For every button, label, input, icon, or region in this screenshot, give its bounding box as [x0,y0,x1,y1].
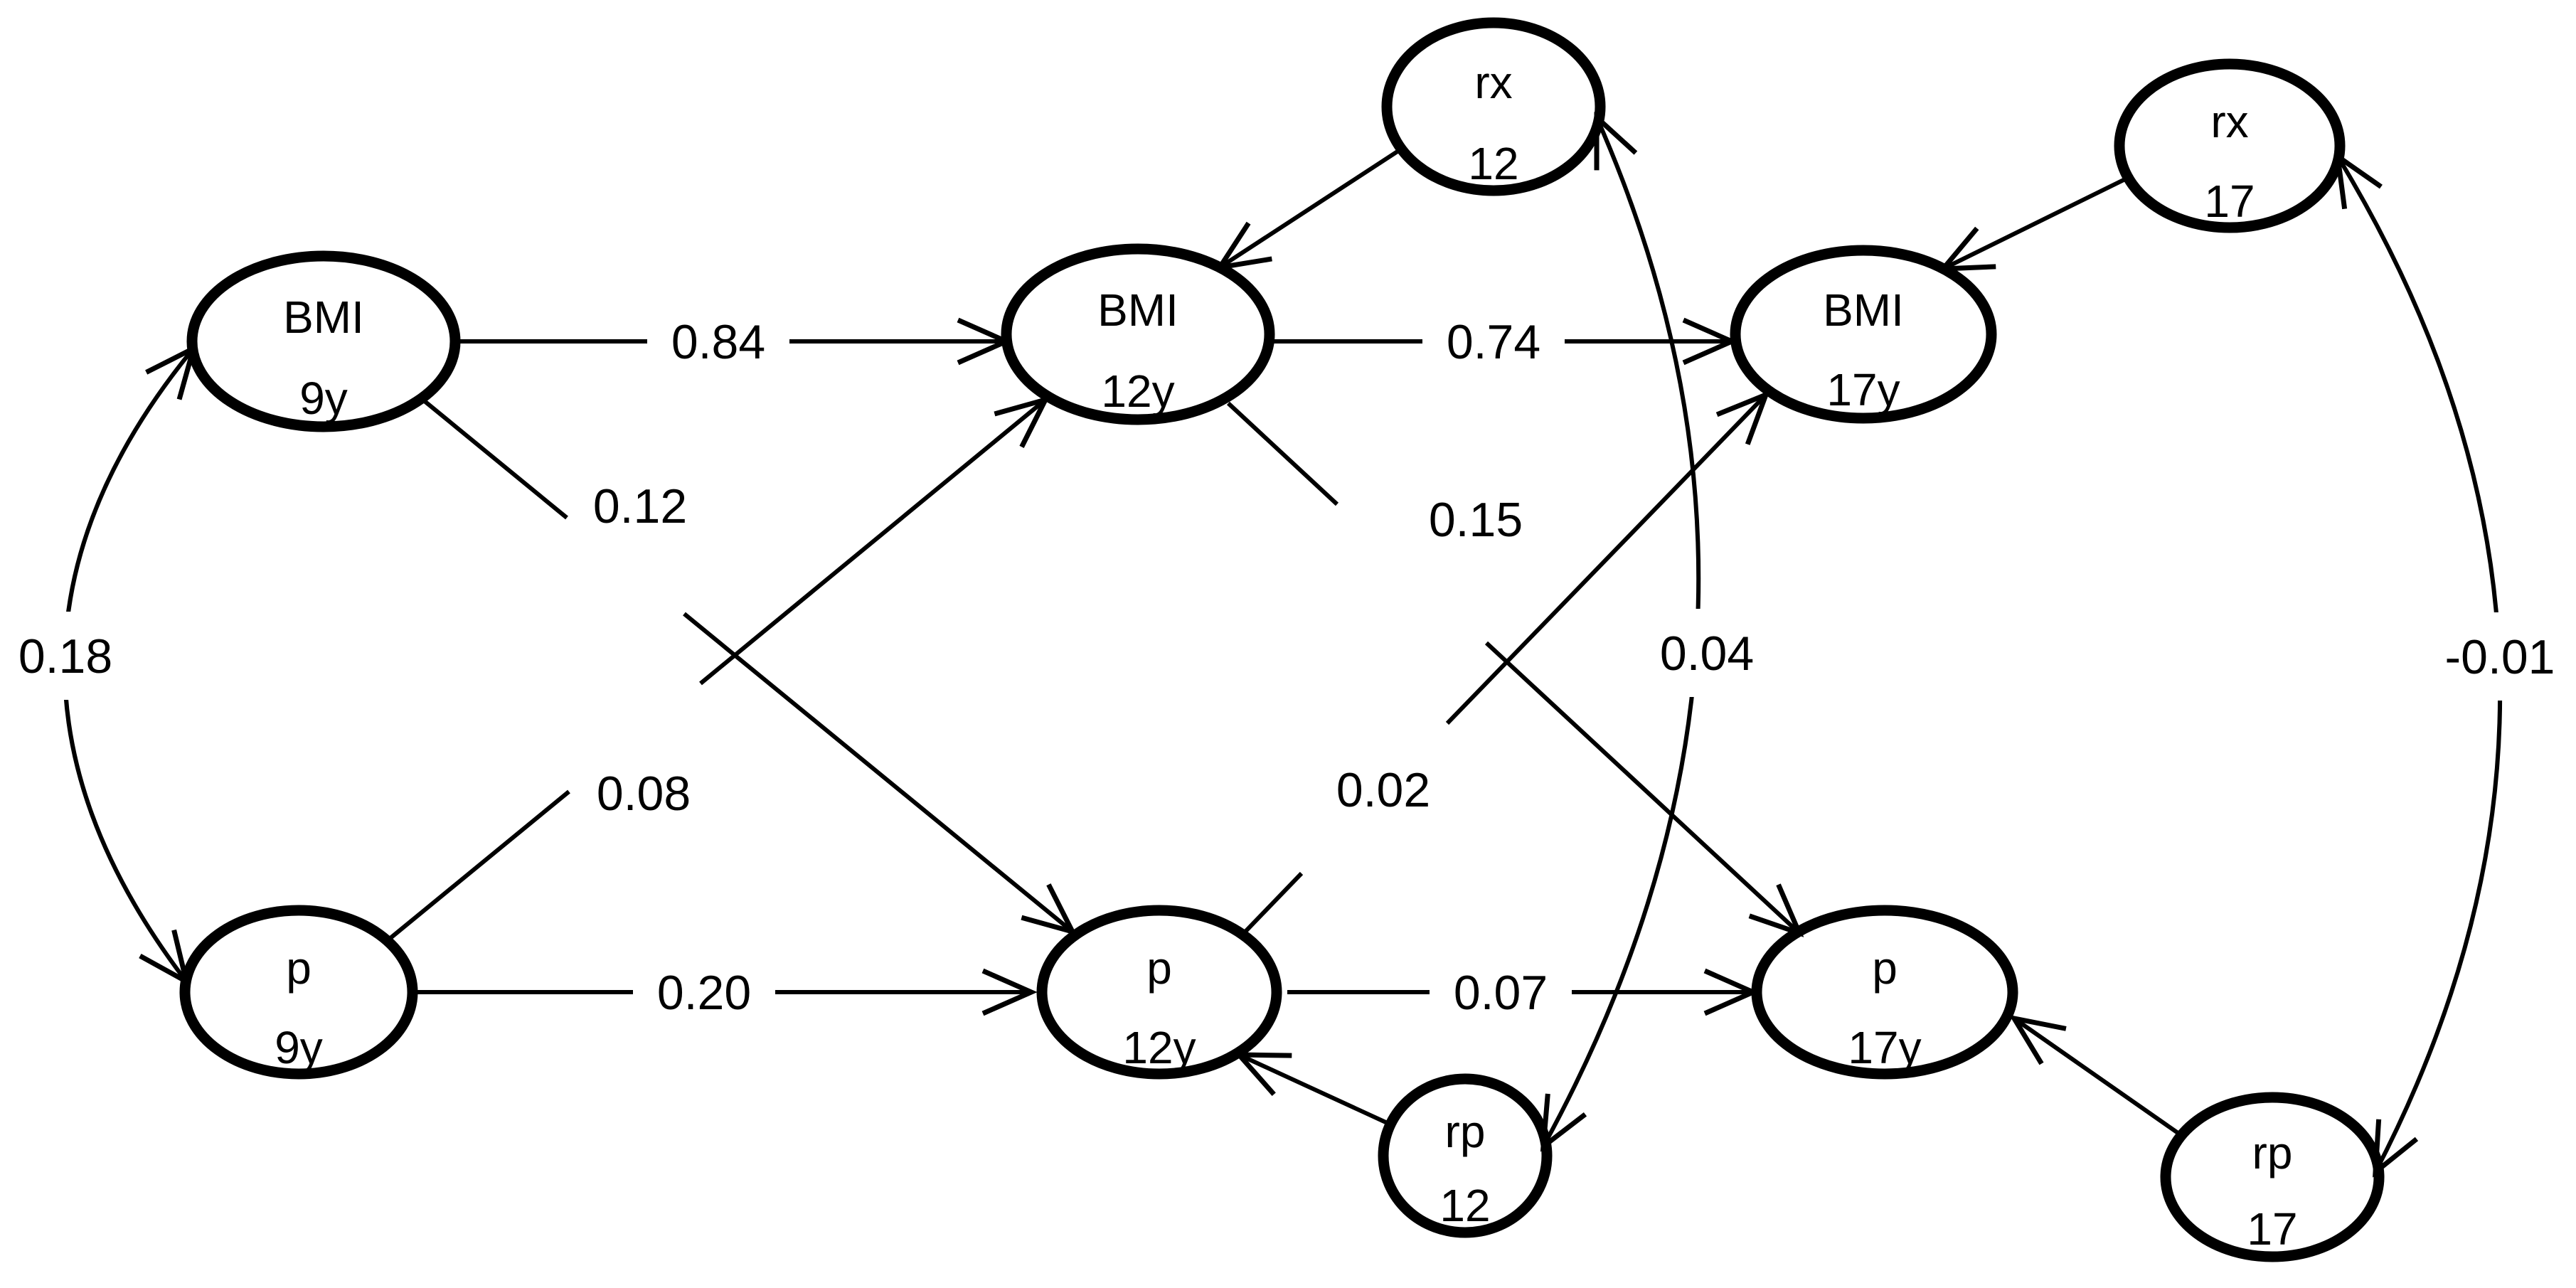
node-label-line2: 12y [1122,1022,1196,1073]
node-label-line1: rp [1445,1106,1486,1157]
node-label-line2: 9y [275,1022,323,1073]
coefficient-label-p12-bmi17: 0.02 [1336,763,1430,817]
labels-layer: 0.84 0.20 0.74 0.07 0.12 0.08 0.15 0.02 … [11,302,2576,1032]
label-mask [1639,609,1774,697]
path-arrow-bmi9-to-p12-segment [420,396,568,520]
label-mask [1422,302,1565,381]
path-arrow-rp12-to-p12 [1233,1052,1392,1127]
node-bmi-12y: BMI 12y [1001,243,1275,425]
coefficient-label-bmi9-p12: 0.12 [593,479,687,533]
node-label-line2: 12 [1468,138,1518,189]
label-mask [647,302,789,381]
label-mask [2418,612,2576,701]
node-label-line1: BMI [1823,284,1904,336]
path-arrow-bmi9-to-p12 [683,612,1077,936]
path-arrow-p9-to-bmi12 [699,395,1050,686]
coefficient-label-p9-p12: 0.20 [657,966,751,1020]
node-ellipse-p-12y [1036,905,1282,1080]
node-label-line1: p [1872,942,1898,994]
coefficient-label-bmi9-p9-covariance: 0.18 [18,629,112,683]
node-label-line1: rx [1474,57,1512,108]
node-p-17y: p 17y [1751,905,2018,1080]
node-label-line2: 9y [299,373,348,424]
node-label-line1: p [1146,942,1172,994]
node-ellipse-rx-17 [2114,58,2346,233]
node-rp-12: rp 12 [1378,1073,1553,1238]
path-arrow-rp17-to-p17 [2008,1015,2183,1138]
nodes-layer: BMI 9y p 9y BMI 12y p 12y rx 12 [179,17,2385,1262]
node-label-line2: 12y [1101,366,1174,417]
node-bmi-17y: BMI 17y [1730,245,1997,424]
coefficient-label-rx17-rp17-covariance: -0.01 [2445,630,2555,684]
path-arrow-bmi12-to-p17 [1484,641,1804,937]
node-rx-12: rx 12 [1381,17,1606,196]
node-p-12y: p 12y [1036,905,1282,1080]
node-bmi-9y: BMI 9y [186,250,461,432]
path-arrow-rx12-to-bmi12 [1214,147,1403,271]
coefficient-label-rx12-rp12-covariance: 0.04 [1660,627,1754,681]
path-arrow-bmi12-to-p17-segment [1226,401,1339,506]
path-arrow-p9-to-bmi12-segment [385,789,570,943]
coefficient-label-bmi12-p17: 0.15 [1429,493,1523,547]
edges-layer [63,112,2503,1178]
node-label-line2: 12 [1439,1180,1490,1231]
coefficient-label-bmi12-bmi17: 0.74 [1447,315,1540,369]
label-mask [11,612,121,700]
path-arrow-rx17-to-bmi17 [1937,176,2129,272]
coefficient-label-bmi9-bmi12: 0.84 [671,315,765,369]
path-arrow-p12-to-bmi17-segment [1240,871,1304,937]
node-label-line1: BMI [1097,284,1178,336]
node-rx-17: rx 17 [2114,58,2346,233]
coefficient-label-p12-p17: 0.07 [1454,966,1548,1020]
node-label-line1: p [286,942,312,994]
node-label-line1: BMI [283,292,364,343]
label-mask [1430,952,1572,1032]
label-mask [633,952,775,1032]
node-label-line2: 17 [2247,1203,2297,1255]
node-p-9y: p 9y [179,905,418,1080]
node-label-line2: 17y [1848,1022,1921,1073]
node-rp-17: rp 17 [2160,1092,2385,1262]
node-label-line2: 17 [2204,176,2255,227]
node-label-line1: rp [2252,1127,2293,1178]
node-label-line2: 17y [1826,364,1900,415]
node-ellipse-rp-12 [1378,1073,1553,1238]
node-label-line1: rx [2210,96,2248,147]
coefficient-label-p9-bmi12: 0.08 [597,767,691,821]
